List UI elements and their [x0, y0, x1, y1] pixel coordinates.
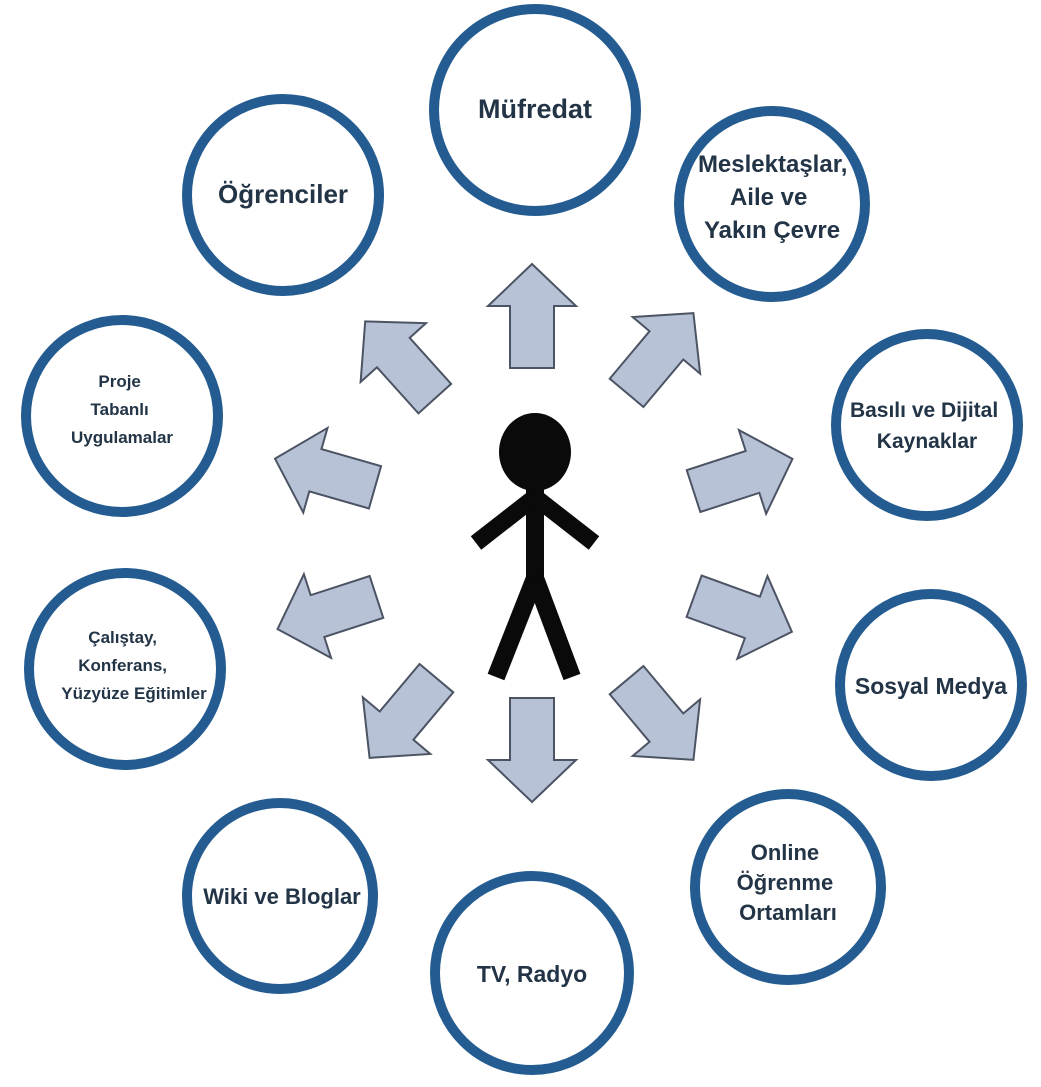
person-head [499, 413, 571, 491]
node-label: Öğrenciler [218, 179, 348, 209]
arrows-group [273, 262, 794, 804]
arrow-to-wiki-bloglar [361, 662, 455, 759]
node-circle [182, 94, 384, 296]
node-calistay: Çalıştay, Konferans, Yüzyüze Eğitimler [24, 568, 226, 770]
person-left-arm [470, 490, 541, 550]
node-label-line: Konferans, [78, 656, 167, 675]
arrow-to-meslektaslar [608, 312, 702, 409]
arrow-to-calistay [276, 571, 385, 661]
node-label-line: Uygulamalar [71, 428, 173, 447]
node-label-line: Öğrenme [737, 870, 834, 895]
node-label-line: Meslektaşlar, [698, 151, 847, 178]
node-circle [21, 315, 223, 517]
node-meslektaslar: Meslektaşlar, Aile ve Yakın Çevre [674, 106, 870, 302]
node-label-line: Ortamları [739, 900, 837, 925]
node-label: TV, Radyo [477, 961, 587, 987]
node-label: Çalıştay, Konferans, Yüzyüze Eğitimler [61, 628, 207, 703]
node-circle [690, 789, 886, 985]
person-right-leg [526, 574, 581, 681]
node-label-line: Sosyal Medya [855, 673, 1007, 699]
node-label: Wiki ve Bloglar [203, 884, 361, 909]
node-label-line: Yakın Çevre [704, 217, 840, 244]
node-proje: Proje Tabanlı Uygulamalar [21, 315, 223, 517]
node-label-line: Yüzyüze Eğitimler [61, 684, 207, 703]
node-circle [835, 589, 1027, 781]
node-label-line: Kaynaklar [877, 430, 977, 453]
node-label-line: Öğrenciler [218, 179, 348, 209]
node-label: Basılı ve Dijital Kaynaklar [850, 399, 1004, 453]
node-circle [429, 4, 641, 216]
node-label: Online Öğrenme Ortamları [737, 840, 840, 925]
node-label-line: Müfredat [478, 94, 592, 124]
arrow-to-sosyal-medya [685, 573, 794, 661]
node-label: Sosyal Medya [855, 673, 1007, 699]
arrow-to-proje [273, 425, 383, 516]
node-label-line: Tabanlı [91, 400, 149, 419]
person-right-arm [529, 490, 600, 550]
node-circle [430, 871, 634, 1075]
node-label-line: TV, Radyo [477, 961, 587, 987]
person-icon [470, 413, 600, 681]
arrow-to-tv-radyo [485, 697, 579, 804]
node-circle [674, 106, 870, 302]
person-left-leg [487, 574, 544, 681]
node-online-ogrenme: Online Öğrenme Ortamları [690, 789, 886, 985]
node-sosyal-medya: Sosyal Medya [835, 589, 1027, 781]
arrow-to-basili-dijital [685, 427, 794, 517]
node-wiki-bloglar: Wiki ve Bloglar [182, 798, 378, 994]
node-label-line: Online [751, 840, 819, 865]
node-circle [182, 798, 378, 994]
node-circle [24, 568, 226, 770]
node-ogrenciler: Öğrenciler [182, 94, 384, 296]
node-mufredat: Müfredat [429, 4, 641, 216]
node-label-line: Basılı ve Dijital [850, 399, 998, 422]
node-circle [831, 329, 1023, 521]
node-label: Meslektaşlar, Aile ve Yakın Çevre [698, 151, 854, 244]
node-basili-dijital: Basılı ve Dijital Kaynaklar [831, 329, 1023, 521]
node-label: Müfredat [478, 94, 592, 124]
node-label-line: Çalıştay, [88, 628, 157, 647]
arrow-to-mufredat [485, 262, 579, 369]
arrow-to-online-ogrenme [608, 664, 702, 761]
arrow-to-ogrenciler [359, 320, 453, 415]
node-label-line: Proje [98, 372, 141, 391]
node-label: Proje Tabanlı Uygulamalar [71, 372, 173, 447]
node-label-line: Wiki ve Bloglar [203, 884, 361, 909]
nodes-group: Müfredat Meslektaşlar, Aile ve Yakın Çev… [21, 4, 1027, 1075]
node-tv-radyo: TV, Radyo [430, 871, 634, 1075]
node-label-line: Aile ve [730, 184, 807, 211]
